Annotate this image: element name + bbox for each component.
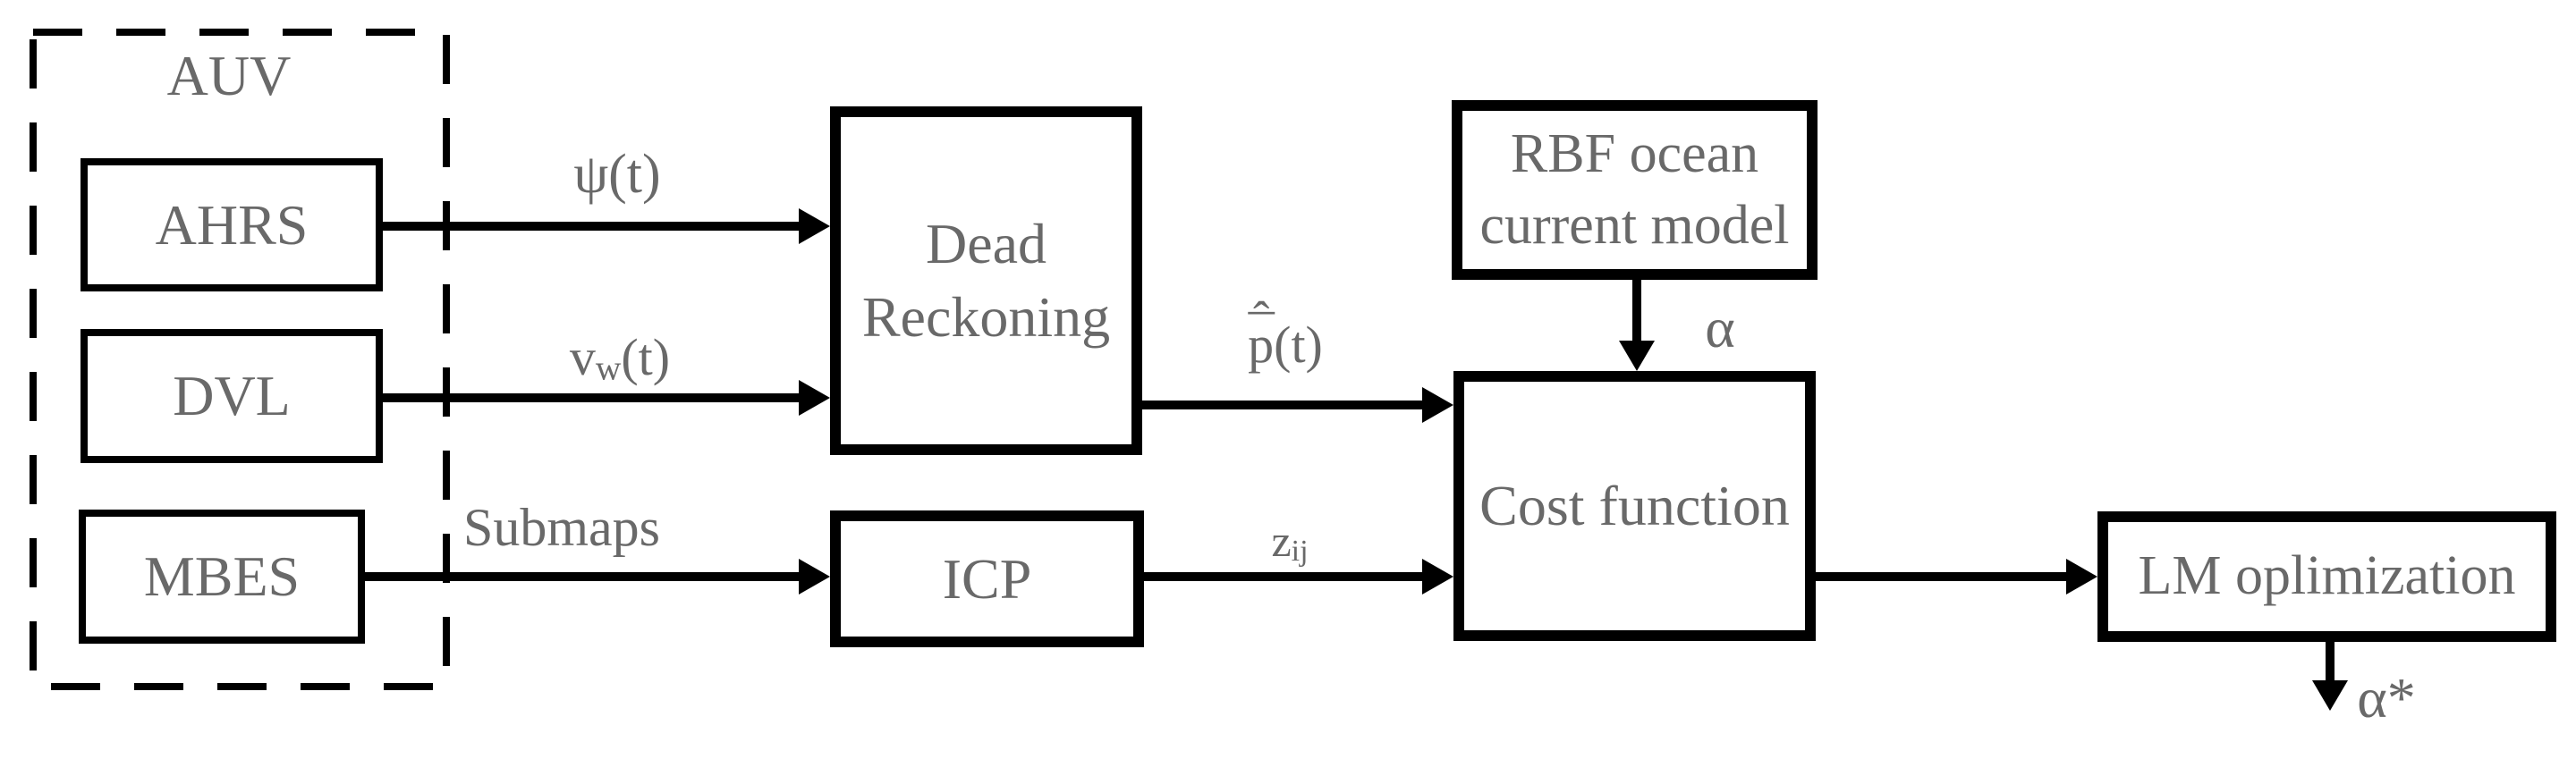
signal-alpha-star-label: α* — [2357, 666, 2416, 729]
arrow-rbf-to-cost-head — [1619, 341, 1655, 371]
mbes-label: MBES — [143, 544, 301, 609]
signal-zij-label: zij — [1271, 515, 1308, 569]
arrow-dead-reckoning-to-cost-head — [1422, 387, 1453, 423]
arrow-dvl-to-dead-reckoning-head — [799, 380, 830, 416]
arrow-icp-to-cost-head — [1422, 559, 1453, 595]
vw-suffix: (t) — [621, 328, 671, 386]
ahrs-label: AHRS — [155, 192, 309, 257]
z-base: z — [1271, 516, 1292, 566]
arrow-mbes-to-icp-line — [365, 572, 801, 581]
cost-function-label: Cost function — [1479, 474, 1790, 538]
node-cost-function: Cost function — [1453, 371, 1816, 641]
p-suffix: (t) — [1274, 316, 1323, 374]
arrow-cost-to-lm-line — [1816, 572, 2068, 581]
arrow-ahrs-to-dead-reckoning-line — [383, 222, 801, 231]
arrow-ahrs-to-dead-reckoning-head — [799, 208, 830, 244]
node-icp: ICP — [830, 510, 1144, 647]
signal-vw-label: vw(t) — [570, 327, 670, 389]
vw-base: v — [569, 328, 596, 386]
vw-subscript: w — [595, 348, 622, 388]
signal-psi-label: ψ(t) — [573, 144, 661, 205]
rbf-label-line1: RBF ocean — [1510, 123, 1759, 185]
bar-accent: ¯ — [1248, 305, 1275, 364]
arrow-lm-output-line — [2326, 642, 2334, 682]
arrow-dead-reckoning-to-cost-line — [1142, 401, 1424, 409]
arrow-lm-output-head — [2312, 680, 2348, 711]
hat-accent: ˆ — [1253, 291, 1270, 346]
node-dead-reckoning: Dead Reckoning — [830, 106, 1142, 455]
dvl-label: DVL — [173, 364, 291, 428]
node-lm-optimization: LM oplimization — [2097, 511, 2556, 642]
node-rbf-ocean-current-model: RBF ocean current model — [1452, 100, 1818, 280]
arrow-mbes-to-icp-head — [799, 559, 830, 595]
arrow-dvl-to-dead-reckoning-line — [383, 393, 801, 402]
node-mbes: MBES — [79, 510, 365, 644]
lm-optimization-label: LM oplimization — [2138, 545, 2516, 607]
rbf-label-line2: current model — [1479, 194, 1790, 256]
arrow-rbf-to-cost-line — [1632, 280, 1641, 342]
signal-alpha-label: α — [1705, 296, 1735, 359]
auv-group-label: AUV — [166, 44, 292, 107]
p-hat-stack: ˆ¯p — [1248, 294, 1275, 375]
signal-p-hat-label: ˆ¯p(t) — [1248, 294, 1323, 375]
icp-label: ICP — [942, 546, 1032, 611]
node-ahrs: AHRS — [80, 158, 383, 291]
node-dvl: DVL — [80, 329, 383, 463]
signal-submaps-label: Submaps — [462, 498, 661, 557]
arrow-cost-to-lm-head — [2066, 559, 2097, 595]
dead-reckoning-label-line2: Reckoning — [861, 285, 1111, 349]
arrow-icp-to-cost-line — [1144, 572, 1424, 581]
p-base: p — [1248, 316, 1275, 374]
z-subscript: ij — [1291, 534, 1309, 568]
dead-reckoning-label-line1: Dead — [925, 212, 1047, 276]
